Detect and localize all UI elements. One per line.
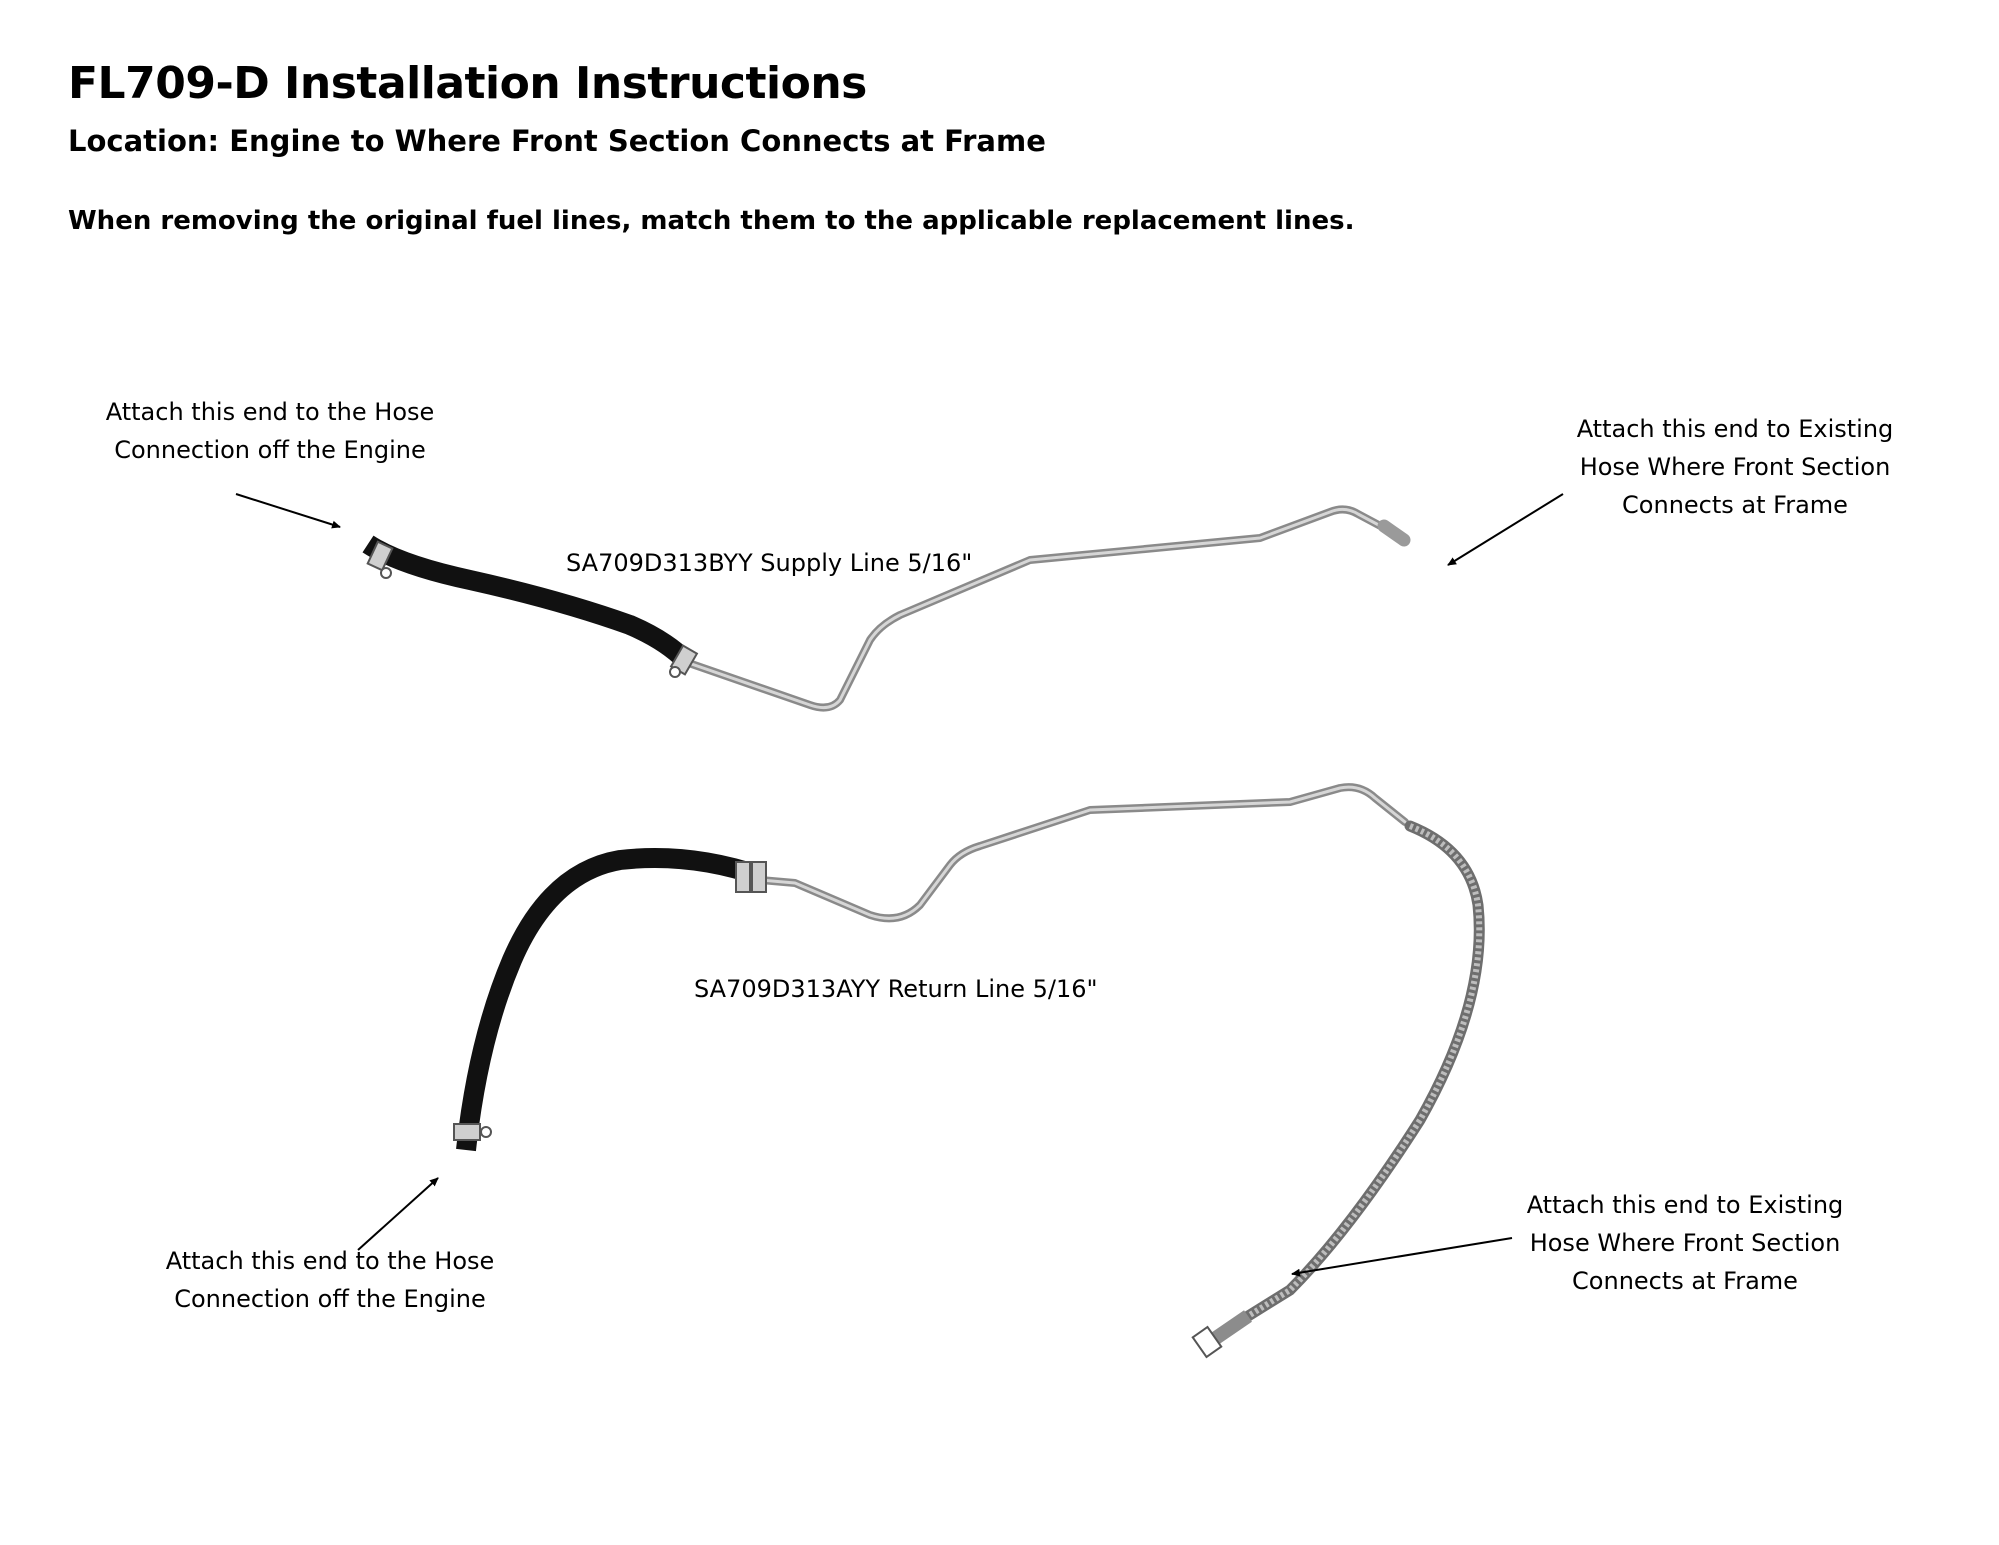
supply-line — [362, 505, 1411, 712]
note-line: Connects at Frame — [1622, 491, 1848, 519]
supply-clamp-screw — [380, 567, 392, 579]
return-clamp-screw — [480, 1126, 492, 1138]
location-subtitle: Location: Engine to Where Front Section … — [68, 124, 1046, 158]
note-line: Connects at Frame — [1572, 1267, 1798, 1295]
supply-steel-tube — [676, 505, 1392, 712]
return-clamp-tube — [735, 861, 751, 893]
supply-rubber-hose — [362, 535, 693, 668]
return-frame-arrow — [1291, 1237, 1513, 1277]
supply-frame-end-note: Attach this end to Existing Hose Where F… — [1560, 410, 1910, 524]
supply-frame-arrow — [1447, 493, 1564, 566]
note-line: Connection off the Engine — [174, 1285, 486, 1313]
supply-clamp-engine — [366, 540, 394, 572]
note-line: Connection off the Engine — [114, 436, 426, 464]
return-engine-end-note: Attach this end to the Hose Connection o… — [160, 1242, 500, 1318]
supply-engine-arrow — [235, 493, 341, 529]
return-steel-tube — [756, 783, 1409, 923]
return-clamp-engine — [453, 1123, 481, 1141]
note-line: Attach this end to the Hose — [105, 398, 435, 426]
return-line-part-label: SA709D313AYY Return Line 5/16" — [694, 975, 1098, 1003]
supply-steel-tube-highlight — [678, 507, 1390, 710]
return-end-fitting — [1206, 1310, 1252, 1348]
page-title: FL709-D Installation Instructions — [68, 58, 867, 109]
supply-clamp-screw — [669, 666, 681, 678]
return-engine-arrow — [357, 1177, 439, 1251]
supply-end-fitting — [1377, 519, 1411, 547]
return-rubber-hose — [456, 848, 764, 1152]
return-end-nut — [1191, 1325, 1223, 1359]
return-clamp-tube — [751, 861, 767, 893]
instruction-text: When removing the original fuel lines, m… — [68, 206, 1355, 236]
note-line: Attach this end to Existing — [1526, 1191, 1844, 1219]
return-line — [453, 783, 1485, 1359]
note-line: Attach this end to Existing — [1576, 415, 1894, 443]
supply-line-part-label: SA709D313BYY Supply Line 5/16" — [566, 549, 973, 577]
return-steel-tube-highlight — [758, 785, 1407, 920]
note-line: Hose Where Front Section — [1529, 1229, 1841, 1257]
supply-engine-end-note: Attach this end to the Hose Connection o… — [100, 393, 440, 469]
return-braided-hose-texture — [1243, 823, 1483, 1321]
note-line: Hose Where Front Section — [1579, 453, 1891, 481]
note-line: Attach this end to the Hose — [165, 1247, 495, 1275]
return-frame-end-note: Attach this end to Existing Hose Where F… — [1510, 1186, 1860, 1300]
